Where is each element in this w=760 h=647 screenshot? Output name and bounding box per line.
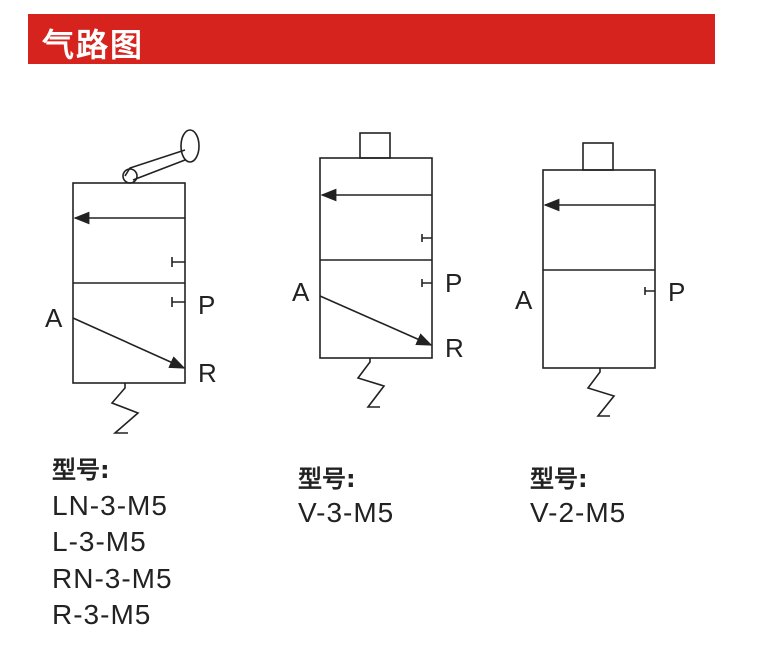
- flow-arrow-diagonal: [319, 295, 433, 346]
- lever-arm: [124, 149, 186, 181]
- model-item: R-3-M5: [52, 599, 151, 630]
- blocked-port-marks: [421, 234, 432, 287]
- model-item: L-3-M5: [52, 526, 147, 557]
- port-a-label: A: [515, 285, 533, 315]
- spring-icon: [110, 383, 140, 434]
- lever-knob: [180, 129, 200, 163]
- model-heading: 型号:: [298, 465, 356, 493]
- valve-diagram-button-3way: A P R 型号: V-3-M5: [292, 132, 464, 528]
- model-heading: 型号:: [530, 465, 588, 493]
- port-p-label: P: [668, 277, 685, 307]
- model-item: LN-3-M5: [52, 490, 168, 521]
- model-heading: 型号:: [52, 456, 110, 484]
- valve-body: [319, 157, 433, 359]
- spring-icon: [586, 368, 616, 417]
- port-p-label: P: [445, 268, 462, 298]
- model-item: V-3-M5: [298, 497, 394, 528]
- model-item: V-2-M5: [530, 497, 626, 528]
- page-title: 气路图: [42, 26, 145, 64]
- valve-diagram-button-2way: A P 型号: V-2-M5: [515, 142, 685, 528]
- port-a-label: A: [292, 277, 310, 307]
- port-p-label: P: [198, 290, 215, 320]
- header-bar: 气路图: [28, 14, 715, 64]
- flow-arrow-diagonal: [72, 317, 186, 369]
- push-button: [359, 132, 391, 159]
- port-r-label: R: [198, 358, 217, 388]
- valve-body: [542, 169, 656, 369]
- blocked-port-marks: [171, 257, 185, 307]
- push-button: [582, 142, 614, 171]
- spring-icon: [356, 358, 386, 408]
- valve-diagram-lever: A P R 型号: LN-3-M5 L-3-M5 RN-3-M5 R-3-M5: [45, 129, 217, 630]
- model-item: RN-3-M5: [52, 563, 173, 594]
- port-r-label: R: [445, 333, 464, 363]
- blocked-port-mark: [644, 287, 655, 295]
- port-a-label: A: [45, 303, 63, 333]
